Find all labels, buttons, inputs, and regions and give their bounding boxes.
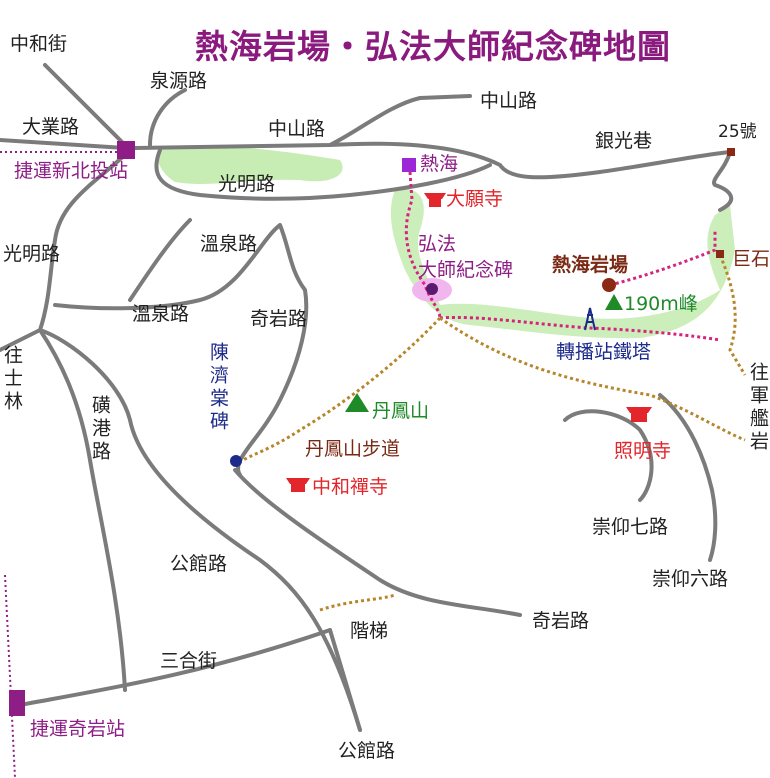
road-label-daye: 大業路	[22, 116, 80, 138]
road-label-wenquan-1: 溫泉路	[200, 233, 258, 255]
kobo-monument-marker	[426, 283, 438, 295]
trail-red-kobo	[404, 171, 442, 319]
road-label-guangming-2: 光明路	[3, 243, 61, 265]
poi-peak-190: 190m峰	[624, 293, 698, 315]
road-sanhe	[18, 628, 332, 707]
rehai-marker	[402, 158, 416, 172]
road-label-quanyuan: 泉源路	[150, 70, 208, 92]
peak-190-icon	[605, 294, 623, 310]
road-label-gongguan-1: 公館路	[170, 553, 228, 575]
road-qiyan-south	[233, 468, 522, 617]
big-rock-marker	[716, 250, 724, 258]
road-label-stairs: 階梯	[350, 620, 389, 642]
road-wenquan-2	[128, 218, 192, 302]
temple-icon	[286, 478, 310, 492]
road-label-to-junjian: 往軍艦岩	[747, 362, 769, 454]
mrt-line-south	[4, 574, 16, 778]
road-chongyang7	[563, 409, 654, 502]
poi-rehai-crag: 熱海岩場	[552, 254, 629, 276]
poi-dayuan-temple: 大願寺	[446, 188, 504, 210]
trail-brown-east	[439, 316, 746, 442]
road-label-chongyang6: 崇仰六路	[652, 568, 729, 590]
road-label-qiyan-1: 奇岩路	[250, 308, 308, 330]
road-label-no25: 25號	[718, 122, 757, 142]
road-quanyuan	[148, 88, 187, 147]
trail-brown-danfeng	[239, 316, 442, 464]
road-label-sanhe: 三合街	[160, 650, 218, 672]
road-label-zhongshan-2: 中山路	[480, 90, 538, 112]
road-label-to-shilin: 往士林	[1, 345, 23, 414]
road-gongguan-lower	[328, 628, 362, 732]
mrt-station-xinbeitou: 捷運新北投站	[14, 160, 129, 182]
road-yinguang	[712, 150, 734, 212]
road-label-zhongshan-1: 中山路	[268, 118, 326, 140]
map-title: 熱海岩場・弘法大師紀念碑地圖	[195, 27, 671, 66]
road-label-zhonghe-st: 中和街	[10, 33, 68, 55]
road-zhongshan-east	[328, 141, 732, 180]
road-label-kuanggang: 磺港路	[89, 395, 111, 464]
road-guangming-west	[0, 148, 132, 352]
road-daye	[0, 138, 127, 150]
poi-big-rock: 巨石	[732, 248, 770, 270]
poi-relay-tower: 轉播站鐵塔	[556, 341, 652, 363]
road-label-wenquan-2: 溫泉路	[132, 303, 190, 325]
no25-marker	[727, 148, 735, 156]
temple-icon	[626, 407, 652, 422]
road-to-shilin	[38, 328, 127, 692]
road-label-gongguan-2: 公館路	[338, 740, 396, 762]
road-label-qiyan-2: 奇岩路	[532, 610, 590, 632]
road-guangming-loop	[154, 148, 492, 201]
road-label-guangming-1: 光明路	[218, 173, 276, 195]
poi-danfeng-mt: 丹鳳山	[372, 400, 430, 422]
mrt-station-xinbeitou-marker	[117, 141, 135, 159]
poi-rehai: 熱海	[420, 153, 459, 175]
poi-danfeng-trail: 丹鳳山步道	[305, 438, 401, 460]
poi-kobo-monument: 弘法 大師紀念碑	[418, 233, 514, 281]
road-zhonghe-st	[43, 63, 127, 147]
trail-brown-stairs	[319, 593, 396, 612]
danfeng-peak-icon	[345, 393, 369, 412]
road-label-yinguang: 銀光巷	[595, 130, 653, 152]
road-chongyang6	[658, 393, 718, 562]
trail-brown-bigrock	[718, 254, 747, 376]
road-wenquan	[53, 223, 309, 477]
temple-icon	[424, 193, 446, 207]
trail-red-crag	[609, 230, 717, 287]
road-label-chongyang7: 崇仰七路	[592, 516, 669, 538]
park-area-guangming	[158, 145, 343, 184]
poi-zhonghe-temple: 中和禪寺	[312, 476, 389, 498]
trail-red-ridge	[439, 315, 721, 342]
relay-tower-icon	[584, 307, 596, 331]
mrt-station-qiyan: 捷運奇岩站	[30, 718, 126, 740]
mrt-station-qiyan-marker	[9, 690, 25, 716]
chen-ji-tang-marker	[230, 455, 242, 467]
poi-chen-ji-tang: 陳濟棠碑	[207, 342, 229, 434]
poi-zhaoming-temple: 照明寺	[614, 440, 672, 462]
road-kuanggang	[38, 328, 362, 732]
rehai-crag-marker	[602, 278, 616, 292]
